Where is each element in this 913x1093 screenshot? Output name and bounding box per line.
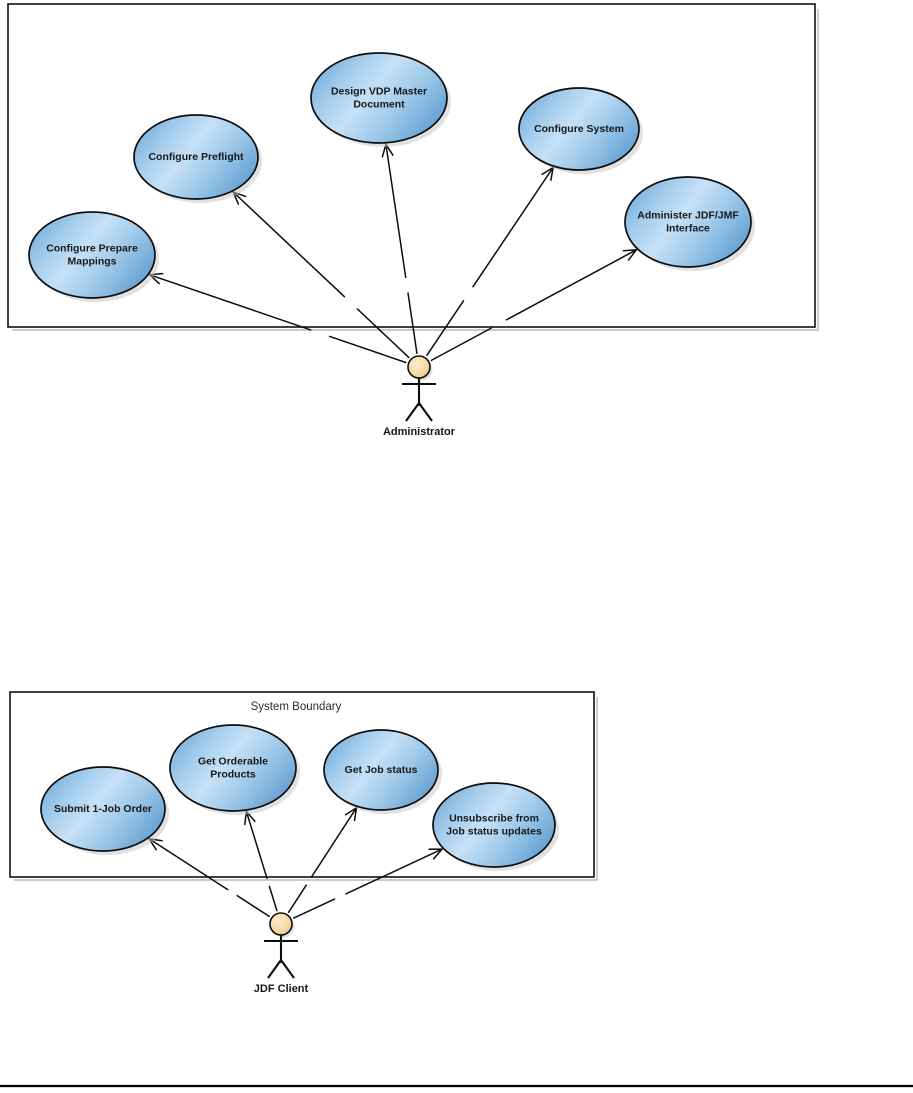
use-case-label: Unsubscribe from xyxy=(449,812,539,824)
boundary-shadow xyxy=(12,9,819,331)
actor-administrator[interactable]: Administrator xyxy=(383,355,456,438)
use-case-ellipse[interactable] xyxy=(323,729,439,811)
use-case-ellipse[interactable] xyxy=(28,211,156,299)
association-line-segment xyxy=(232,191,346,298)
use-case-label: Job status updates xyxy=(446,825,542,837)
arrow-head-administrator-diagram-4 xyxy=(622,249,638,261)
association-line-segment xyxy=(328,335,407,364)
actor-jdf-client[interactable]: JDF Client xyxy=(254,912,309,995)
association-line-segment xyxy=(292,898,336,919)
association-line-segment xyxy=(287,884,307,914)
use-case-ellipse[interactable] xyxy=(133,114,259,200)
use-case-label: Configure Preflight xyxy=(148,151,244,163)
use-case-configure-preflight[interactable]: Configure Preflight xyxy=(133,114,262,203)
association-line-segment xyxy=(407,292,418,354)
association-line-segment xyxy=(385,143,407,279)
use-case-ellipse[interactable] xyxy=(518,87,640,171)
association-line-segment xyxy=(472,166,554,288)
actor-label: JDF Client xyxy=(254,983,309,995)
use-case-label: Configure Prepare xyxy=(46,242,138,254)
use-case-submit-1-job-order[interactable]: Submit 1-Job Order xyxy=(40,766,169,855)
use-case-label: Products xyxy=(210,768,256,780)
actor-head-icon[interactable] xyxy=(269,912,293,936)
actor-left-leg-line xyxy=(267,959,282,979)
association-line-segment xyxy=(356,308,410,359)
actor-head-icon[interactable] xyxy=(407,355,431,379)
boundary-shadow xyxy=(14,697,598,881)
association-line-segment xyxy=(310,806,358,878)
use-case-ellipse[interactable] xyxy=(432,782,556,868)
arrow-head-jdf-client-diagram-3 xyxy=(428,848,443,860)
association-line-segment xyxy=(430,327,492,362)
association-line-segment xyxy=(268,885,278,912)
use-case-label: Submit 1-Job Order xyxy=(54,803,152,815)
use-case-label: Get Job status xyxy=(345,764,418,776)
association-line-segment xyxy=(236,894,270,918)
use-case-label: Interface xyxy=(666,222,710,234)
actor-label: Administrator xyxy=(383,426,456,438)
use-case-ellipse[interactable] xyxy=(624,176,752,268)
system-boundary-label: System Boundary xyxy=(251,701,342,713)
use-case-label: Mappings xyxy=(68,255,117,267)
association-line-segment xyxy=(245,810,268,880)
use-case-label: Document xyxy=(353,98,405,110)
association-line-segment xyxy=(148,838,229,891)
use-case-ellipse[interactable] xyxy=(40,766,166,852)
use-case-label: Configure System xyxy=(534,123,624,135)
use-case-label: Administer JDF/JMF xyxy=(637,209,739,221)
association-line-segment xyxy=(148,274,312,331)
association-line-segment xyxy=(345,848,443,895)
actor-right-leg-line xyxy=(418,402,433,422)
association-administrator-to-administer-jdf-jmf-interface xyxy=(430,249,638,362)
use-case-get-job-status[interactable]: Get Job status xyxy=(323,729,442,814)
use-case-ellipse[interactable] xyxy=(169,724,297,812)
actor-right-leg-line xyxy=(280,959,295,979)
use-case-ellipse[interactable] xyxy=(310,52,448,144)
association-line-segment xyxy=(426,300,465,357)
use-case-label: Design VDP Master xyxy=(331,85,427,97)
actor-left-leg-line xyxy=(405,402,420,422)
association-line-segment xyxy=(505,249,638,321)
use-case-label: Get Orderable xyxy=(198,755,268,767)
use-case-configure-system[interactable]: Configure System xyxy=(518,87,643,174)
association-jdf-client-to-unsubscribe-from-job-status-updates xyxy=(292,848,443,919)
